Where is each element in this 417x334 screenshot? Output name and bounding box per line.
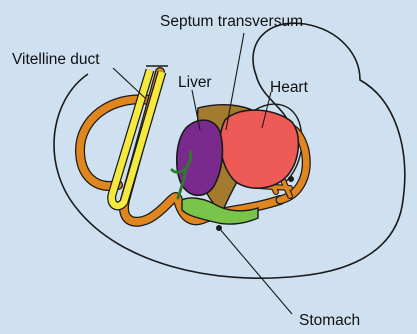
label-vitelline-duct: Vitelline duct	[12, 52, 100, 68]
label-stomach: Stomach	[299, 313, 360, 329]
label-liver: Liver	[178, 75, 212, 91]
stomach-leader	[219, 228, 292, 314]
label-heart: Heart	[270, 80, 308, 96]
vessel-dot	[288, 176, 294, 182]
label-septum-transversum: Septum transversum	[160, 14, 303, 30]
vitelline-leader	[113, 68, 145, 98]
heart	[220, 110, 298, 188]
